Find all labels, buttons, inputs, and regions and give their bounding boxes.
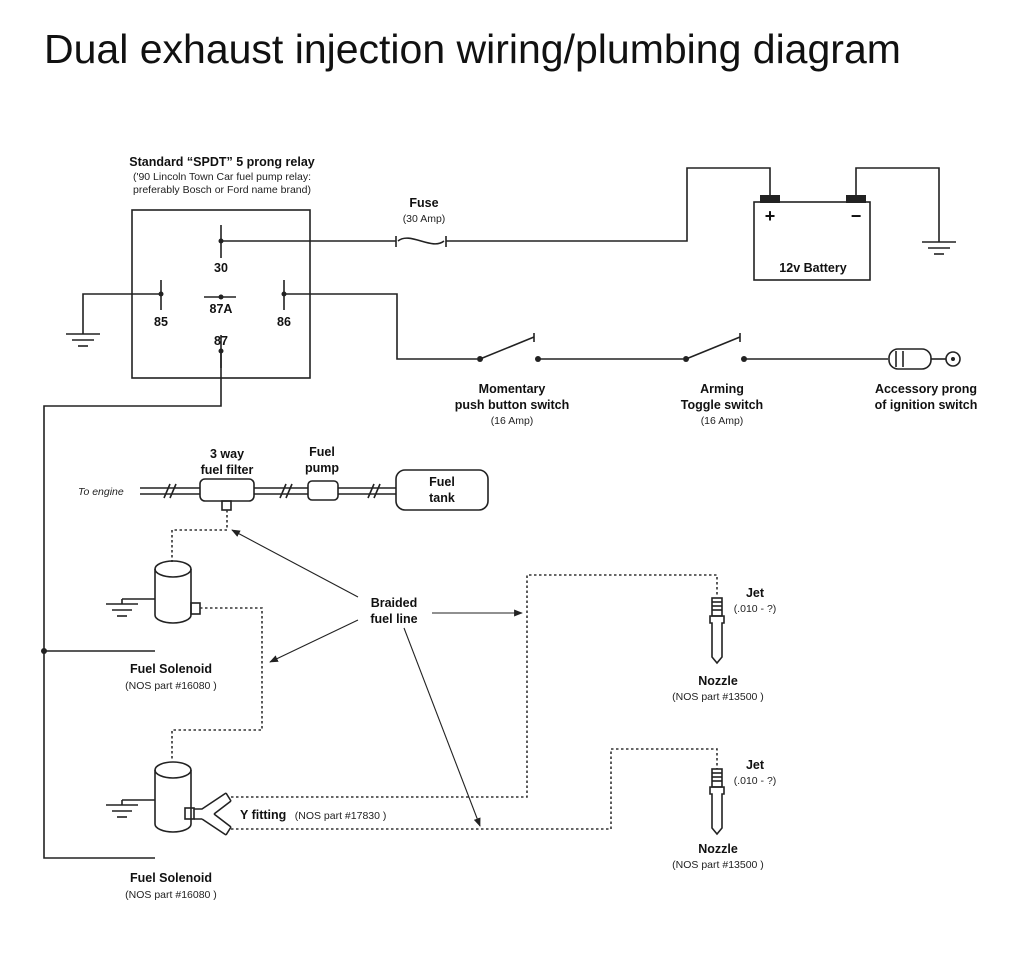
y-fitting-label: Y fitting (NOS part #17830 )	[240, 806, 386, 823]
momentary-switch-line1: Momentary	[479, 382, 546, 396]
fuse	[395, 236, 447, 247]
y-fitting	[194, 792, 232, 836]
jet-1-label: Jet	[746, 586, 765, 600]
jet-1-size: (.010 - ?)	[734, 603, 777, 615]
relay-label: Standard “SPDT” 5 prong relay	[129, 155, 315, 169]
momentary-switch-line2: push button switch	[455, 398, 570, 412]
fuel-filter	[199, 478, 255, 511]
relay-pin-86: 86	[277, 315, 291, 329]
relay-note-2: preferably Bosch or Ford name brand)	[133, 184, 311, 196]
solenoid-1-part: (NOS part #16080 )	[125, 680, 217, 692]
ignition-line1: Accessory prong	[875, 382, 977, 396]
fuse-label: Fuse	[409, 196, 438, 210]
ignition-switch-icon	[888, 348, 961, 370]
nozzle-1-part: (NOS part #13500 )	[672, 691, 764, 703]
fuel-tank: Fuel tank	[395, 469, 489, 511]
momentary-switch-rating: (16 Amp)	[491, 415, 534, 427]
arming-switch	[683, 333, 747, 362]
ground-symbol-solenoid-1	[106, 599, 138, 617]
relay-pin-30: 30	[214, 261, 228, 275]
braided-line1: Braided	[371, 596, 418, 610]
ground-symbol-solenoid-2	[106, 800, 138, 818]
battery-minus: −	[851, 206, 862, 226]
to-engine-label: To engine	[78, 486, 124, 498]
braided-arrow-solenoid	[269, 619, 359, 663]
filter-line2: fuel filter	[201, 463, 254, 477]
battery-plus: +	[765, 206, 776, 226]
solenoid-2-part: (NOS part #16080 )	[125, 889, 217, 901]
relay-pin-85: 85	[154, 315, 168, 329]
nozzle-1-label: Nozzle	[698, 674, 738, 688]
nozzle-2	[709, 768, 725, 836]
braided-arrow-jet2	[403, 627, 481, 827]
nozzle-1	[709, 597, 725, 665]
relay-pin-87a: 87A	[210, 302, 233, 316]
ground-symbol-battery	[922, 241, 956, 255]
braided-line2: fuel line	[370, 612, 417, 626]
relay: Standard “SPDT” 5 prong relay ('90 Linco…	[129, 155, 315, 379]
fuel-solenoid-1	[122, 560, 201, 624]
ground-symbol-relay	[66, 333, 100, 347]
fuel-line-top	[140, 483, 396, 499]
fuel-solenoid-2	[122, 761, 195, 833]
filter-line1: 3 way	[210, 447, 244, 461]
battery: + − 12v Battery	[753, 195, 871, 281]
pump-line1: Fuel	[309, 445, 335, 459]
fuse-rating: (30 Amp)	[403, 213, 446, 225]
page-title: Dual exhaust injection wiring/plumbing d…	[44, 26, 901, 72]
pump-line2: pump	[305, 461, 339, 475]
nozzle-2-part: (NOS part #13500 )	[672, 859, 764, 871]
arming-switch-rating: (16 Amp)	[701, 415, 744, 427]
battery-label: 12v Battery	[779, 261, 846, 275]
relay-pin-87: 87	[214, 334, 228, 348]
solenoid-1-label: Fuel Solenoid	[130, 662, 212, 676]
relay-note-1: ('90 Lincoln Town Car fuel pump relay:	[133, 171, 311, 183]
arming-switch-line1: Arming	[700, 382, 744, 396]
tank-line2: tank	[429, 491, 455, 505]
momentary-switch	[477, 333, 541, 362]
solenoid-2-label: Fuel Solenoid	[130, 871, 212, 885]
nozzle-2-label: Nozzle	[698, 842, 738, 856]
jet-2-label: Jet	[746, 758, 765, 772]
fuel-pump	[307, 480, 339, 501]
jet-2-size: (.010 - ?)	[734, 775, 777, 787]
braided-arrow-filter	[231, 529, 359, 598]
ignition-line2: of ignition switch	[875, 398, 978, 412]
tank-line1: Fuel	[429, 475, 455, 489]
arming-switch-line2: Toggle switch	[681, 398, 763, 412]
